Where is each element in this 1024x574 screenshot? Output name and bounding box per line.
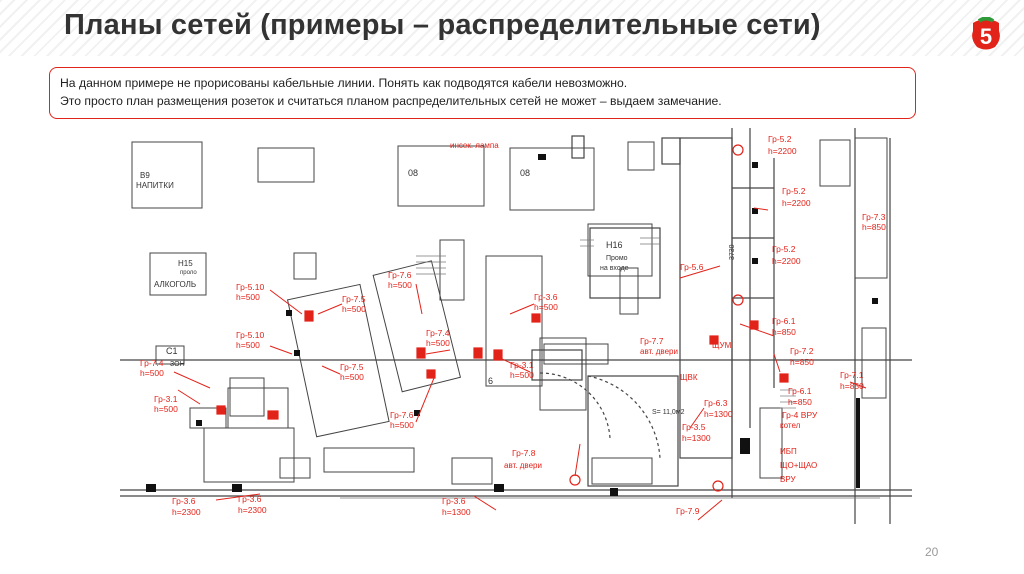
socket-height: h=2200 <box>768 146 797 156</box>
label-alcohol: АЛКОГОЛЬ <box>154 280 196 289</box>
label-h16: Н16 <box>606 240 623 250</box>
socket-label: Гр-5.10 <box>236 282 264 292</box>
svg-text:5: 5 <box>980 24 992 49</box>
socket-label: Гр-7.3 <box>862 212 886 222</box>
socket-height: h=500 <box>340 372 364 382</box>
socket-height: h=850 <box>772 327 796 337</box>
socket-label: Гр-3.6 <box>442 496 466 506</box>
socket-label: Гр-4 ВРУ <box>782 410 818 420</box>
socket-label: Гр-7.9 <box>676 506 700 516</box>
label-area: S= 11,0м2 <box>652 409 685 416</box>
label-ibp: ИБП <box>780 447 797 456</box>
socket-height: h=1300 <box>704 409 733 419</box>
socket-label: Гр-3.6 <box>534 292 558 302</box>
label-auto-door-1: авт. двери <box>640 347 678 356</box>
socket-height: h=500 <box>154 404 178 414</box>
label-c1: С1 <box>166 346 178 356</box>
label-o8-left: 08 <box>408 168 418 178</box>
socket-height: h=2300 <box>172 507 201 517</box>
socket-height: h=850 <box>840 381 864 391</box>
socket-height: h=2200 <box>782 198 811 208</box>
socket-label: Гр-5.6 <box>680 262 704 272</box>
label-h15: Н15 <box>178 259 193 268</box>
label-b9: В9 <box>140 171 150 180</box>
socket-label: Гр-7.5 <box>340 362 364 372</box>
socket-height: h=850 <box>790 357 814 367</box>
socket-label: Гр-7.6 <box>390 410 414 420</box>
socket-height: h=2200 <box>772 256 801 266</box>
socket-label: Гр-7.5 <box>342 294 366 304</box>
socket-label: Гр-7.1 <box>840 370 864 380</box>
socket-label: Гр-5.2 <box>768 134 792 144</box>
socket-label: Гр-3.5 <box>682 422 706 432</box>
remark-notice-box: На данном примере не прорисованы кабельн… <box>49 67 916 119</box>
page-title: Планы сетей (примеры – распределительные… <box>64 9 821 41</box>
label-insect-lamp: инсек. лампа <box>450 141 499 150</box>
socket-label: Гр-5.2 <box>772 244 796 254</box>
label-o8-right: 08 <box>520 168 530 178</box>
socket-label: Гр-3.1 <box>154 394 178 404</box>
label-shcho: ЩО+ЩАО <box>780 461 817 470</box>
socket-label: Гр-6.3 <box>704 398 728 408</box>
socket-label: Гр-3.1 <box>510 360 534 370</box>
page-number: 20 <box>925 545 939 559</box>
label-shchum: ЩУМ <box>712 341 732 350</box>
socket-height: h=500 <box>388 280 412 290</box>
socket-height: h=500 <box>236 292 260 302</box>
header-hatch-background <box>0 0 1024 56</box>
pyaterochka-logo: 5 <box>972 17 1000 50</box>
floor-plan: В9 НАПИТКИ Н15 проло АЛКОГОЛЬ 08 08 Н16 … <box>120 128 912 524</box>
socket-label: Гр-7.8 <box>512 448 536 458</box>
notice-line-1: На данном примере не прорисованы кабельн… <box>60 76 628 90</box>
label-num6: 6 <box>488 376 493 386</box>
socket-height: h=850 <box>788 397 812 407</box>
socket-label: Гр-7.7 <box>640 336 664 346</box>
socket-label: Гр-6.1 <box>772 316 796 326</box>
socket-height: h=2300 <box>238 505 267 515</box>
label-entrance: на входе <box>600 265 629 272</box>
socket-height: h=500 <box>510 370 534 380</box>
label-h16-sub: Промо <box>606 255 628 262</box>
socket-label: Гр-3.6 <box>172 496 196 506</box>
socket-height: h=500 <box>236 340 260 350</box>
label-drinks: НАПИТКИ <box>136 181 174 190</box>
socket-label: Гр-5.2 <box>782 186 806 196</box>
label-zone: ЗОН <box>170 361 185 368</box>
label-shchvk: ЩВК <box>680 373 698 382</box>
socket-height: h=500 <box>534 302 558 312</box>
socket-height: h=500 <box>140 368 164 378</box>
socket-height: h=500 <box>426 338 450 348</box>
label-h15-sub: проло <box>180 270 197 276</box>
socket-height: h=1300 <box>442 507 471 517</box>
label-auto-door-2: авт. двери <box>504 461 542 470</box>
socket-height: h=850 <box>862 222 886 232</box>
socket-label: Гр-5.10 <box>236 330 264 340</box>
socket-label: Гр-3.6 <box>238 494 262 504</box>
label-3730: 3730 <box>729 244 736 260</box>
socket-height: h=500 <box>390 420 414 430</box>
label-vru: ВРУ <box>780 475 796 484</box>
socket-height: h=1300 <box>682 433 711 443</box>
socket-label: Гр-7.4 <box>426 328 450 338</box>
socket-height: h=500 <box>342 304 366 314</box>
socket-label: Гр-7.2 <box>790 346 814 356</box>
label-kotel: котел <box>780 421 801 430</box>
socket-label: Гр-6.1 <box>788 386 812 396</box>
notice-line-2: Это просто план размещения розеток и счи… <box>60 94 722 108</box>
socket-label: Гр-7.6 <box>388 270 412 280</box>
socket-label: Гр-7.4 <box>140 358 164 368</box>
